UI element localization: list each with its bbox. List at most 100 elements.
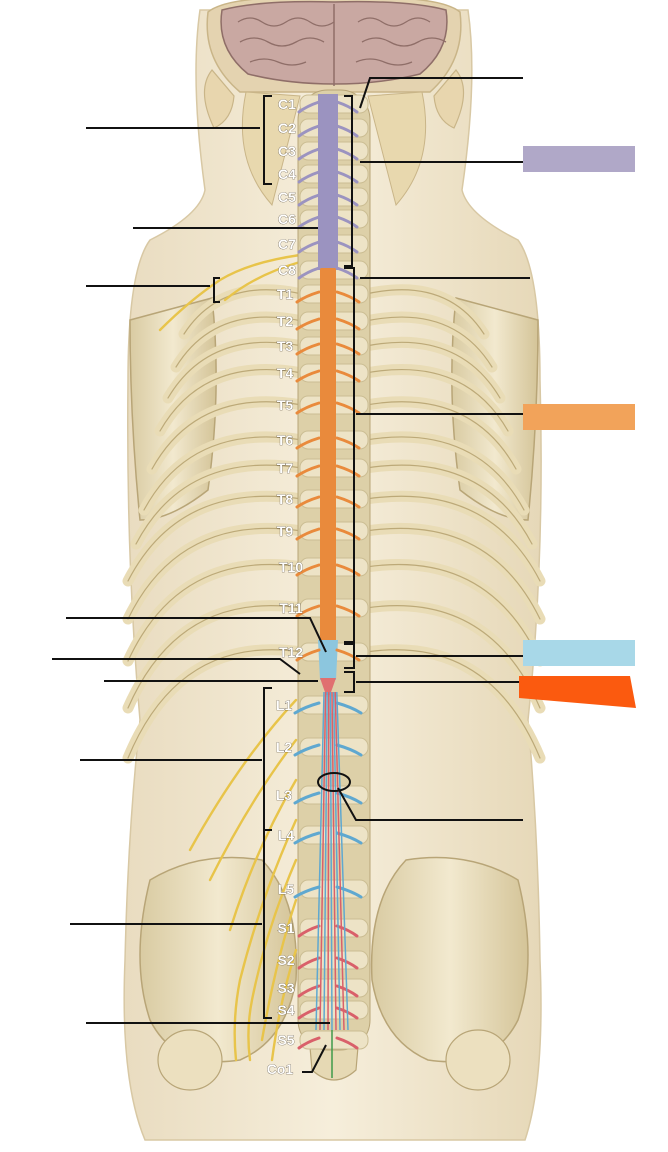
brackets bbox=[213, 95, 355, 1019]
rib-outline bbox=[365, 341, 501, 399]
nerve-root bbox=[335, 401, 361, 415]
vertebra-label: T3 bbox=[277, 338, 294, 354]
vertebra-label: T11 bbox=[279, 600, 303, 616]
vertebra-label: T5 bbox=[277, 397, 294, 413]
vertebra-label: S3 bbox=[277, 980, 294, 996]
nerve-root bbox=[335, 215, 359, 229]
vertebra-label: C6 bbox=[278, 211, 296, 227]
leader-brainstem-right bbox=[359, 77, 523, 109]
rib-outline bbox=[365, 316, 493, 368]
vertebra-label: S4 bbox=[277, 1002, 294, 1018]
nerve-root bbox=[335, 193, 359, 207]
nerve-root bbox=[335, 342, 361, 356]
thoracic-swatch bbox=[523, 404, 635, 430]
nerve-root bbox=[335, 317, 361, 331]
bracket-t12-right bbox=[344, 643, 355, 669]
cauda-equina-fiber bbox=[336, 691, 349, 1031]
vertebra-label: C8 bbox=[278, 262, 296, 278]
brain-illustration bbox=[203, 0, 465, 207]
nerve-root bbox=[297, 215, 321, 229]
nerve-root bbox=[293, 791, 321, 805]
nerve-root bbox=[295, 648, 321, 662]
vertebra-label: S1 bbox=[277, 920, 294, 936]
nerve-root bbox=[335, 701, 363, 715]
vertebra-label: C2 bbox=[278, 120, 296, 136]
nerve-root bbox=[293, 885, 321, 899]
vertebra-label: T6 bbox=[277, 432, 294, 448]
nerve-root bbox=[295, 342, 321, 356]
nerve-root bbox=[297, 124, 321, 138]
cauda-equina-fiber bbox=[319, 691, 327, 1031]
nerve-root bbox=[295, 436, 321, 450]
vertebra-label: T10 bbox=[279, 559, 303, 575]
bracket-c1-c4 bbox=[263, 95, 272, 185]
cauda-equina-fiber bbox=[315, 691, 325, 1031]
cervical-swatch bbox=[523, 146, 635, 172]
bracket-l1-right bbox=[344, 671, 355, 693]
nerve-root bbox=[335, 648, 361, 662]
cauda-equina-fiber bbox=[327, 691, 330, 1031]
lumbar-swatch bbox=[523, 640, 635, 666]
nerve-root bbox=[293, 701, 321, 715]
bracket-sacral-left bbox=[263, 829, 272, 1019]
nerve-root bbox=[295, 495, 321, 509]
nerve-root bbox=[295, 369, 321, 383]
vertebra-label: S5 bbox=[277, 1032, 294, 1048]
vertebra-label: T1 bbox=[277, 286, 294, 302]
vertebra-label: S2 bbox=[277, 952, 294, 968]
bracket-thoracic-right bbox=[344, 267, 355, 643]
nerve-root bbox=[297, 170, 321, 184]
nerve-root bbox=[335, 527, 361, 541]
vertebra-label: T8 bbox=[277, 491, 294, 507]
vertebra-label: L5 bbox=[278, 881, 295, 897]
nerve-root bbox=[335, 100, 359, 114]
nerve-root bbox=[335, 604, 361, 618]
nerve-root bbox=[335, 240, 359, 254]
rib-outline bbox=[127, 495, 303, 582]
nerve-root bbox=[335, 791, 363, 805]
nerve-root bbox=[295, 464, 321, 478]
nerve-root bbox=[297, 100, 321, 114]
nerve-root bbox=[297, 1036, 321, 1050]
nerve-root bbox=[295, 290, 321, 304]
nerve-root bbox=[335, 290, 361, 304]
nerve-root bbox=[335, 1036, 359, 1050]
leader-cauda-right bbox=[337, 787, 523, 821]
vertebra-label: C5 bbox=[278, 189, 296, 205]
vertebra-label: T7 bbox=[277, 460, 294, 476]
cauda-equina-fiber bbox=[332, 691, 341, 1031]
nerve-root bbox=[293, 831, 321, 845]
rib-outline bbox=[365, 464, 533, 545]
nerve-root bbox=[335, 464, 361, 478]
rib-outline bbox=[365, 527, 541, 620]
nerve-root bbox=[335, 124, 359, 138]
cauda-equina-fiber bbox=[329, 691, 333, 1031]
leader-t12-left bbox=[52, 658, 301, 675]
nerve-root bbox=[335, 924, 359, 938]
leader-conus-left bbox=[66, 617, 327, 653]
nerve-root bbox=[335, 495, 361, 509]
bracket-cervical-right bbox=[344, 95, 353, 267]
nerve-root bbox=[335, 436, 361, 450]
rib-outline bbox=[365, 649, 541, 759]
rib-outline bbox=[365, 495, 541, 582]
nerve-root bbox=[295, 604, 321, 618]
nerve-root bbox=[297, 193, 321, 207]
rib-outline bbox=[135, 464, 303, 545]
vertebra-label: L1 bbox=[276, 697, 293, 713]
nerve-root bbox=[297, 924, 321, 938]
rib-outline bbox=[365, 289, 485, 335]
cauda-equina-fiber bbox=[323, 691, 328, 1031]
rib-outline bbox=[175, 316, 303, 368]
rib-outline bbox=[127, 563, 303, 662]
nerve-root bbox=[297, 240, 321, 254]
vertebra-label: T4 bbox=[277, 365, 294, 381]
vertebra-label: T2 bbox=[277, 313, 294, 329]
rib-outline bbox=[127, 649, 303, 759]
nerve-root bbox=[295, 563, 321, 577]
vertebra-label: C7 bbox=[278, 236, 296, 252]
nerve-root bbox=[335, 885, 363, 899]
sacral-swatch bbox=[519, 676, 636, 708]
